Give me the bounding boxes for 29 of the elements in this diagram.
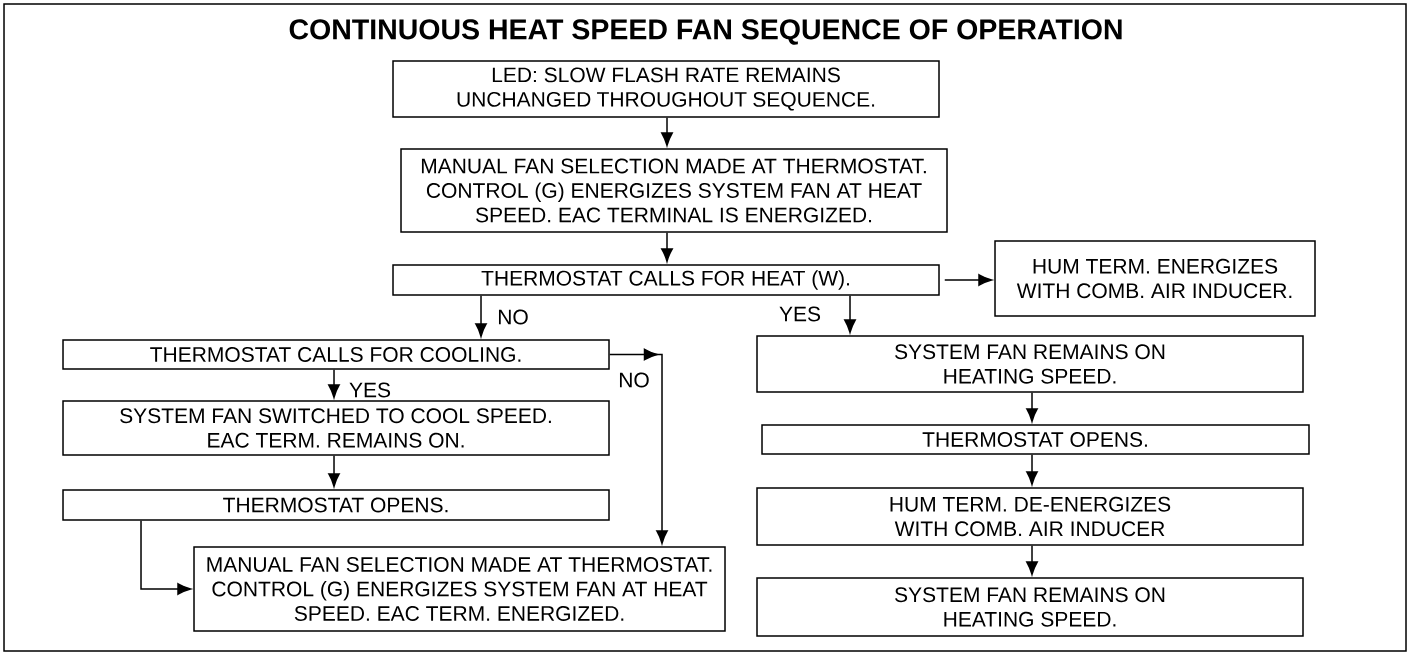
arrow <box>328 369 340 399</box>
process-box: THERMOSTAT OPENS. <box>761 424 1310 455</box>
arrow <box>661 232 673 263</box>
title: CONTINUOUS HEAT SPEED FAN SEQUENCE OF OPERATION <box>289 19 1122 45</box>
process-box: LED: SLOW FLASH RATE REMAINS UNCHANGED THROUGHOUT SEQUENCE. <box>392 60 940 118</box>
arrow <box>1026 454 1038 486</box>
arrow <box>475 295 487 338</box>
edge-label: NO <box>496 308 530 326</box>
edge-label: YES <box>348 381 392 399</box>
process-box: SYSTEM FAN SWITCHED TO COOL SPEED. EAC TERM. REMAINS ON. <box>62 400 610 456</box>
process-box: THERMOSTAT OPENS. <box>62 489 610 521</box>
edge-label: NO <box>617 371 651 389</box>
process-box: SYSTEM FAN REMAINS ON HEATING SPEED. <box>756 577 1304 637</box>
arrow <box>944 274 993 286</box>
process-box: HUM TERM. DE-ENERGIZES WITH COMB. AIR INDUCER <box>756 487 1304 546</box>
arrow <box>1026 545 1038 576</box>
edge-label: YES <box>778 305 822 323</box>
arrow <box>844 295 856 334</box>
process-box: HUM TERM. ENERGIZES WITH COMB. AIR INDUCER. <box>994 240 1316 317</box>
arrow <box>140 520 192 595</box>
process-box: MANUAL FAN SELECTION MADE AT THERMOSTAT. CONTROL (G) ENERGIZES SYSTEM FAN AT HEAT SPEED. EAC TERM. ENERGIZED. <box>193 546 726 632</box>
process-box: THERMOSTAT CALLS FOR HEAT (W). <box>392 264 940 296</box>
arrow <box>328 455 340 488</box>
arrow <box>1026 392 1038 423</box>
arrow <box>661 117 673 147</box>
arrow <box>609 348 668 545</box>
process-box: THERMOSTAT CALLS FOR COOLING. <box>62 339 610 370</box>
process-box: MANUAL FAN SELECTION MADE AT THERMOSTAT. CONTROL (G) ENERGIZES SYSTEM FAN AT HEAT SPEED. EAC TERMINAL IS ENERGIZED. <box>400 148 948 233</box>
process-box: SYSTEM FAN REMAINS ON HEATING SPEED. <box>756 335 1304 393</box>
